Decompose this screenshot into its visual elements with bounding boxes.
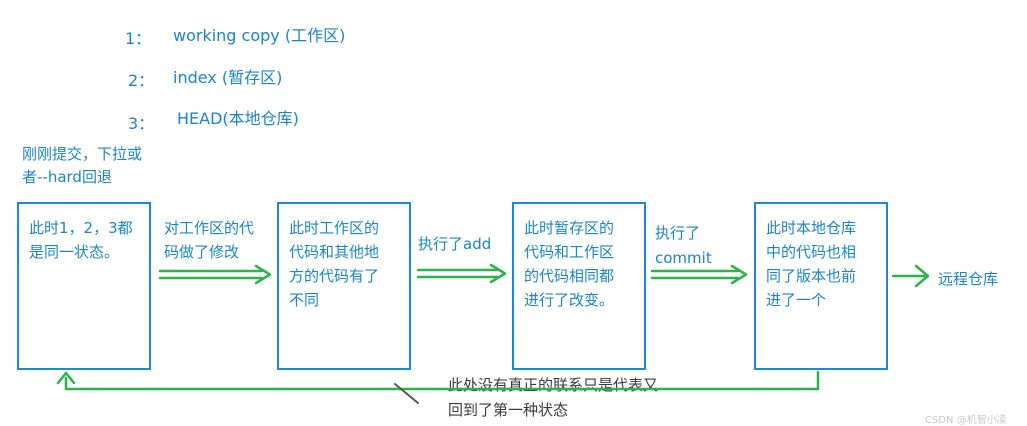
state-box-4: 此时本地仓库 中的代码也相 同了版本也前 进了一个	[754, 202, 888, 370]
legend-num-3: 3：	[128, 114, 155, 133]
state-box-2: 此时工作区的 代码和其他地 方的代码有了 不同	[277, 202, 411, 370]
state-box-4-text: 此时本地仓库 中的代码也相 同了版本也前 进了一个	[766, 219, 857, 309]
legend-num-2: 2：	[128, 71, 155, 90]
return-arrow-head	[56, 371, 76, 385]
arrow-label-modify: 对工作区的代 码做了修改	[164, 219, 255, 261]
cross-mark-icon	[394, 383, 419, 404]
arrow-label-commit: 执行了 commit	[655, 224, 712, 267]
arrow-4-head	[914, 264, 930, 288]
legend-text-1: working copy (工作区)	[173, 26, 346, 45]
legend-text-3: HEAD(本地仓库)	[177, 109, 299, 128]
return-arrow-line	[64, 370, 820, 391]
arrow-1-head	[254, 264, 272, 285]
arrow-label-add: 执行了add	[418, 235, 492, 253]
state-box-2-text: 此时工作区的 代码和其他地 方的代码有了 不同	[289, 219, 380, 309]
state-box-3-text: 此时暂存区的 代码和工作区 的代码相同都 进行了改变。	[524, 219, 615, 309]
state-box-1: 此时1，2，3都 是同一状态。	[17, 202, 151, 370]
side-note: 刚刚提交，下拉或 者--hard回退	[22, 145, 143, 186]
arrow-label-remote: 远程仓库	[938, 270, 999, 288]
arrow-2-head	[489, 263, 507, 284]
legend-num-1: 1：	[125, 29, 152, 48]
legend-text-2: index (暂存区)	[173, 68, 283, 87]
state-box-3: 此时暂存区的 代码和工作区 的代码相同都 进行了改变。	[512, 202, 646, 370]
state-box-1-text: 此时1，2，3都 是同一状态。	[29, 219, 133, 261]
arrow-3-head	[730, 264, 748, 285]
